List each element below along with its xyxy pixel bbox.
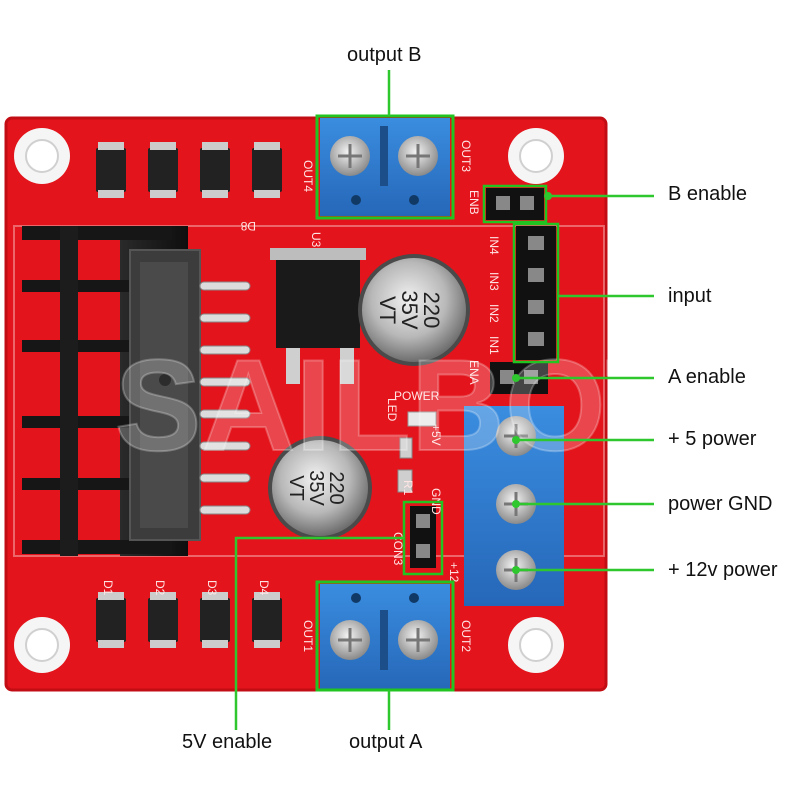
- highlight-b-enable: [482, 184, 548, 224]
- capacitor-series-label: VT: [375, 296, 400, 324]
- capacitor-voltage-label: 35V: [397, 290, 422, 329]
- ic-pins: [199, 281, 251, 515]
- callout-dots: [512, 192, 552, 574]
- terminal-output-a: [320, 584, 450, 690]
- label-power-gnd: power GND: [668, 493, 773, 515]
- silk-out4: OUT4: [301, 160, 315, 192]
- label-output-b: output B: [347, 44, 422, 66]
- label-plus5-power: + 5 power: [668, 428, 757, 450]
- highlight-input: [512, 222, 560, 364]
- silk-in3: IN3: [487, 272, 501, 291]
- voltage-regulator: [270, 248, 366, 384]
- highlight-output-a: [315, 580, 455, 692]
- silk-ena: ENA: [467, 360, 481, 385]
- terminal-output-b: [320, 118, 450, 216]
- silk-led: LED: [385, 398, 399, 422]
- silk-d1: D1: [101, 580, 115, 596]
- silk-out2: OUT2: [459, 620, 473, 652]
- silk-plus12: +12: [447, 562, 461, 583]
- silk-r1: R1: [401, 480, 415, 496]
- capacitor-large: 220 35V VT: [358, 254, 470, 366]
- highlight-output-b: [315, 114, 455, 220]
- top-diodes: [96, 142, 282, 198]
- capacitor-value-label: 220: [419, 292, 444, 329]
- silk-plus5v: +5V: [429, 424, 443, 446]
- callout-lines: [234, 70, 654, 730]
- capacitor2-series-label: VT: [285, 475, 307, 501]
- driver-ic: [129, 249, 201, 541]
- capacitor2-value-label: 220: [325, 471, 347, 504]
- silk-out1: OUT1: [301, 620, 315, 652]
- silk-in4: IN4: [487, 236, 501, 255]
- watermark: SAILBOT: [115, 332, 686, 478]
- header-enb: [486, 188, 544, 220]
- bottom-diodes: [96, 592, 282, 648]
- header-input: [516, 226, 556, 360]
- silk-d8: D8: [240, 219, 256, 233]
- label-b-enable: B enable: [668, 183, 747, 205]
- silk-enb: ENB: [467, 190, 481, 215]
- label-output-a: output A: [349, 731, 423, 753]
- capacitor2-voltage-label: 35V: [305, 470, 327, 506]
- capacitor-small: 220 35V VT: [268, 436, 372, 540]
- silk-power: POWER: [394, 389, 440, 403]
- mounting-hole-top-left: [14, 128, 70, 184]
- label-5v-enable: 5V enable: [182, 731, 273, 753]
- label-a-enable: A enable: [668, 366, 746, 388]
- silk-cond: CON3: [391, 532, 405, 566]
- mounting-hole-bottom-left: [14, 617, 70, 673]
- silk-in2: IN2: [487, 304, 501, 323]
- label-plus12-power: + 12v power: [668, 559, 778, 581]
- jumper-5v-enable: [410, 506, 436, 568]
- silk-d3: D3: [205, 580, 219, 596]
- silk-u3: U3: [309, 232, 323, 248]
- smd-components: [397, 411, 437, 493]
- silk-d4: D4: [257, 580, 271, 596]
- silk-d2: D2: [153, 580, 167, 596]
- silk-in1: IN1: [487, 336, 501, 355]
- silk-out3: OUT3: [459, 140, 473, 172]
- mounting-hole-bottom-right: [508, 617, 564, 673]
- label-input: input: [668, 285, 712, 307]
- mounting-hole-top-right: [508, 128, 564, 184]
